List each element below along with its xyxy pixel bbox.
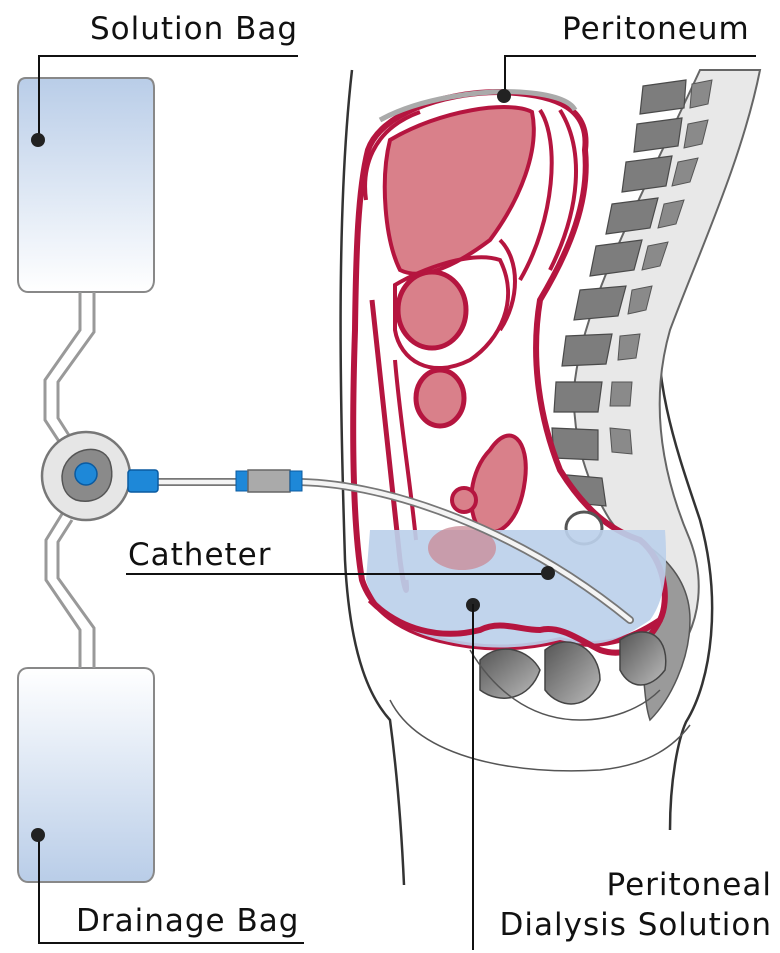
drainage-bag-leader-h: [38, 942, 304, 944]
pd-solution-leader-v: [472, 604, 474, 950]
solution-bag-marker: [31, 133, 45, 147]
peritoneum-label: Peritoneum: [562, 14, 750, 45]
transfer-set-icon: [42, 432, 130, 520]
peritoneum-leader-h: [504, 55, 756, 57]
solution-bag-leader-v: [38, 55, 40, 140]
drainage-bag-marker: [31, 828, 45, 842]
pd-solution-label-line2: Dialysis Solution: [500, 910, 773, 941]
pd-solution-label-line1: Peritoneal: [607, 870, 772, 901]
drainage-bag-label: Drainage Bag: [76, 906, 299, 937]
solution-bag-leader-h: [38, 55, 298, 57]
solution-bag-label: Solution Bag: [90, 14, 298, 45]
drainage-bag-leader-v: [38, 834, 40, 944]
catheter-leader-h: [126, 573, 548, 575]
catheter-label: Catheter: [128, 540, 272, 571]
catheter-marker: [541, 566, 555, 580]
peritoneum-marker: [497, 89, 511, 103]
